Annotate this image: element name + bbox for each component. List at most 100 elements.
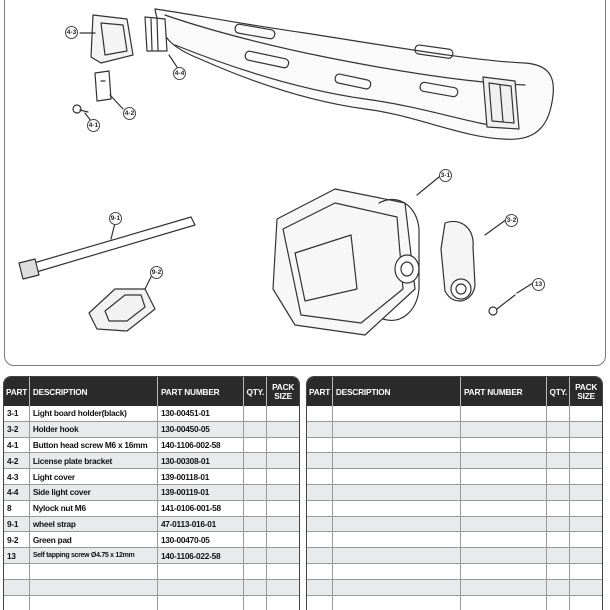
cell-part-number: 141-0106-001-58: [158, 500, 245, 516]
cell-part-number: 139-00118-01: [158, 469, 245, 484]
cell-qty: [244, 484, 268, 500]
table-row: [307, 406, 602, 422]
cell-part-number: 47-0113-016-01: [158, 516, 245, 532]
cell-description: Green pad: [30, 532, 158, 548]
table-row: 9-2 Green pad 130-00470-05: [4, 532, 299, 549]
table-row: [307, 532, 602, 549]
header-part-number: PART NUMBER: [461, 377, 548, 406]
wheel-strap-part: [26, 216, 196, 274]
cell-part: 13: [4, 548, 30, 563]
cell-part: 9-1: [4, 516, 30, 532]
cell-pack-size: [267, 580, 299, 595]
cell-qty: [244, 595, 268, 610]
cell-pack-size: [267, 406, 299, 421]
cell-qty: [244, 437, 268, 453]
table-row: [307, 437, 602, 454]
callout-9-2: 9-2: [150, 266, 163, 279]
cell-part-number: 130-00450-05: [158, 421, 245, 437]
cell-pack-size: [267, 517, 299, 532]
cell-qty: [244, 579, 268, 595]
cell-pack-size: [267, 438, 299, 453]
cell-part-number: 130-00451-01: [158, 406, 245, 421]
header-part: PART: [307, 377, 333, 406]
table-row: [4, 595, 299, 610]
cell-description: Light cover: [30, 469, 158, 484]
table-row: [307, 421, 602, 438]
cell-description: [30, 579, 158, 595]
header-part: PART: [4, 377, 30, 406]
cell-part-number: [158, 579, 245, 595]
cell-part: [4, 563, 30, 579]
cell-part: 8: [4, 500, 30, 516]
side-light-cover-part: [144, 16, 168, 52]
table-row: [307, 453, 602, 470]
callout-4-1: 4-1: [87, 119, 100, 132]
cell-pack-size: [267, 596, 299, 610]
callout-3-1: 3-1: [439, 169, 452, 182]
table-row: 9-1 wheel strap 47-0113-016-01: [4, 516, 299, 533]
cell-description: Light board holder(black): [30, 406, 158, 421]
cell-part: 4-1: [4, 437, 30, 453]
cell-part-number: [158, 563, 245, 579]
table-row: [307, 548, 602, 564]
cell-description: Self tapping screw Ø4.75 x 12mm: [30, 548, 158, 563]
cell-qty: [244, 500, 268, 516]
callout-4-2: 4-2: [123, 107, 136, 120]
light-board-holder-part: [272, 188, 416, 336]
table-row: [307, 563, 602, 580]
cell-qty: [244, 548, 268, 563]
cell-pack-size: [267, 564, 299, 579]
cell-part-number: 130-00470-05: [158, 532, 245, 548]
cell-pack-size: [267, 532, 299, 547]
table-row: [4, 563, 299, 580]
cell-part: 4-4: [4, 484, 30, 500]
callout-3-2: 3-2: [505, 214, 518, 227]
header-qty: QTY.: [244, 377, 268, 406]
cell-pack-size: [267, 501, 299, 516]
cell-qty: [244, 469, 268, 484]
cell-description: wheel strap: [30, 516, 158, 532]
table-row: 13 Self tapping screw Ø4.75 x 12mm 140-1…: [4, 548, 299, 564]
callout-4-3: 4-3: [65, 26, 78, 39]
cell-part: 9-2: [4, 532, 30, 548]
cell-part: 4-3: [4, 469, 30, 484]
parts-table-body: 3-1 Light board holder(black) 130-00451-…: [4, 406, 299, 610]
table-row: [307, 516, 602, 533]
light-cover-part: [90, 14, 134, 64]
cell-description: License plate bracket: [30, 453, 158, 469]
cell-description: Nylock nut M6: [30, 500, 158, 516]
callout-9-1: 9-1: [109, 212, 122, 225]
license-plate-bracket-part: [94, 70, 112, 102]
table-row: [307, 595, 602, 610]
cell-part: [4, 579, 30, 595]
header-description: DESCRIPTION: [30, 377, 158, 406]
callout-13: 13: [532, 278, 545, 291]
table-row: [307, 469, 602, 485]
header-qty: QTY.: [547, 377, 571, 406]
cell-part-number: 139-00119-01: [158, 484, 245, 500]
table-row: 3-1 Light board holder(black) 130-00451-…: [4, 406, 299, 422]
diagram-illustration: [18, 8, 554, 336]
cell-qty: [244, 453, 268, 469]
cell-part-number: 140-1106-002-58: [158, 437, 245, 453]
cell-description: Side light cover: [30, 484, 158, 500]
cell-part: 4-2: [4, 453, 30, 469]
green-pad-part: [88, 288, 156, 332]
cell-part: 3-1: [4, 406, 30, 421]
parts-table-body: [307, 406, 602, 610]
cell-part-number: [158, 595, 245, 610]
table-row: [307, 500, 602, 517]
cell-part-number: 130-00308-01: [158, 453, 245, 469]
callout-4-4: 4-4: [173, 67, 186, 80]
cell-qty: [244, 563, 268, 579]
cell-qty: [244, 421, 268, 437]
table-row: 4-1 Button head screw M6 x 16mm 140-1106…: [4, 437, 299, 454]
exploded-parts-diagram: 4-3 4-4 4-2 4-1 3-1 3-2 9-1 9-2 13: [4, 0, 606, 366]
cell-pack-size: [267, 422, 299, 437]
cell-part: [4, 595, 30, 610]
cell-pack-size: [267, 485, 299, 500]
